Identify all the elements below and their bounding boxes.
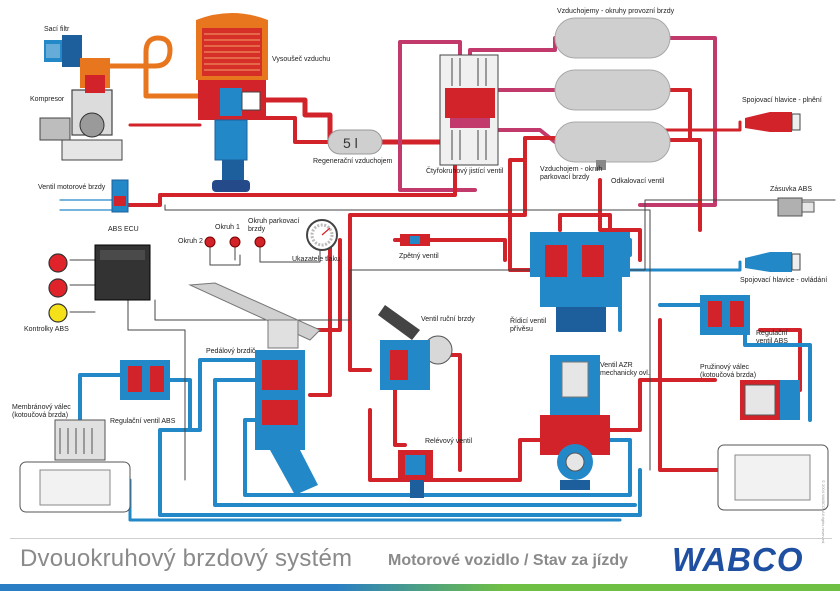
abs-lamp-red-1 [48,253,68,273]
pipe-blue-membrane [78,373,122,422]
wire-motor-brake [59,199,121,211]
spring-brake-cylinder [717,380,829,511]
abs-modulator-left [120,360,170,400]
label-engine-brake: Ventil motorové brzdy [38,184,106,191]
pipe-red-hand [348,136,557,372]
wire-ecu-3 [164,204,651,471]
label-coupling-supply: Spojovací hlavice - plnění [742,97,822,104]
pipe-blue-coupling [623,260,742,272]
pipe-motor-brake [118,158,457,207]
pipe-red-hand-out [428,353,462,472]
pipe-red-relay-azr [368,408,547,482]
wire-ecu-2 [154,199,836,321]
label-service-tanks: Vzduchojemy - okruhy provozní brzdy [557,8,675,15]
wabco-logo: WABCO [672,541,804,578]
abs-lamp-red-2 [48,278,68,298]
label-coupling-control: Spojovací hlavice - ovládání [740,277,828,284]
label-abs-lamps: Kontrolky ABS [24,326,69,333]
circuit-lamps [204,236,266,248]
pipe-red-tank3 [668,138,702,232]
abs-ecu [94,244,151,301]
wire-lamps [69,259,96,313]
foot-brake-valve [188,282,321,495]
pipe-red-azr-spring [598,378,717,432]
compressor [39,58,123,161]
label-relay-valve: Relévový ventil [425,438,473,445]
check-valve [400,234,430,246]
air-dryer [196,13,268,192]
label-diaphragm-cylinder: Membránový válec (kotoučová brzda) [12,404,71,419]
pipe-red-check2 [438,238,507,262]
label-regen-volume: 5 l [343,135,358,151]
regeneration-tank [327,129,383,155]
label-drain-valve: Odkalovací ventil [611,178,665,185]
trailer-control-valve [530,232,630,332]
wire-ecu-1 [127,299,186,481]
four-circuit-valve [439,54,499,166]
engine-brake-valve [111,179,129,213]
abs-warning-lamps [48,253,68,323]
service-tanks [554,17,671,163]
label-circuit-2: Okruh 2 [178,238,203,245]
pipe-blue-1 [158,358,642,517]
label-intake-filter: Sací filtr [44,26,70,33]
label-foot-valve: Pedálový brzdič [206,348,256,355]
page-title: Dvouokruhový brzdový systém [20,545,353,572]
pipe-red-spring3 [758,328,802,392]
azr-valve [540,355,610,490]
label-trailer-valve: Řídicí ventil přívěsu [510,318,547,333]
label-pressure-gauges: Ukazatele tlaku [292,256,340,263]
label-compressor: Kompresor [30,96,65,103]
page-subtitle: Motorové vozidlo / Stav za jízdy [388,552,629,569]
pipe-compressor-dryer [105,35,203,99]
pipe-blue-abs-right2 [743,328,812,422]
hand-brake-valve [378,305,453,390]
relay-valve [398,450,433,498]
coupling-head-supply [745,112,801,132]
label-circuit-1: Okruh 1 [215,224,240,231]
label-four-circuit: Čtyřokruhový jistící ventil [426,168,504,175]
pipe-red-trailer [598,178,642,262]
label-air-dryer: Vysoušeč vzduchu [272,56,331,63]
pipe-red-coupling [638,120,742,132]
label-park-tank: Vzduchojem - okruh parkovací brzdy [540,166,603,181]
pipe-red-spring2 [658,318,722,472]
abs-modulator-right [700,295,750,335]
label-abs-modulator-left: Regulační ventil ABS [110,418,176,425]
intake-filter [44,35,82,67]
label-abs-modulator-right: Regulační ventil ABS [756,330,788,345]
pipe-dryer-regen [260,116,332,144]
abs-lamp-yellow [48,303,68,323]
label-park-circuit: Okruh parkovací brzdy [248,218,300,233]
pipe-blue-3 [243,418,632,497]
pipe-blue-2 [213,378,637,507]
footer-divider [10,538,832,539]
pressure-gauge [306,219,338,251]
footer-color-bar [0,584,840,591]
pipe-red-pedal2 [316,238,342,332]
label-abs-ecu: ABS ECU [108,226,139,233]
label-hand-valve: Ventil ruční brzdy [421,316,475,323]
drain-valve [596,160,606,170]
diaphragm-cylinder [19,419,131,513]
pipe-pink-5 [638,36,717,207]
label-regen-tank: Regenerační vzduchojem [313,158,393,165]
abs-socket [777,197,815,217]
label-spring-cylinder: Pružinový válec (kotoučová brzda) [700,364,757,379]
label-check-valve: Zpětný ventil [399,253,439,260]
pipe-red-trailer3 [558,213,612,234]
pipe-red-relay [393,378,407,447]
coupling-head-control [745,252,801,272]
pipe-blue-abs-left [168,378,192,432]
label-azr-valve: Ventil AZR mechanicky ovl. [600,362,650,377]
label-abs-socket: Zásuvka ABS [770,186,813,193]
pipe-red-pedal1 [308,238,332,397]
copyright: © 2004 WABCO. All rights reserved. [821,480,826,545]
pipe-red-tank2 [668,88,692,142]
